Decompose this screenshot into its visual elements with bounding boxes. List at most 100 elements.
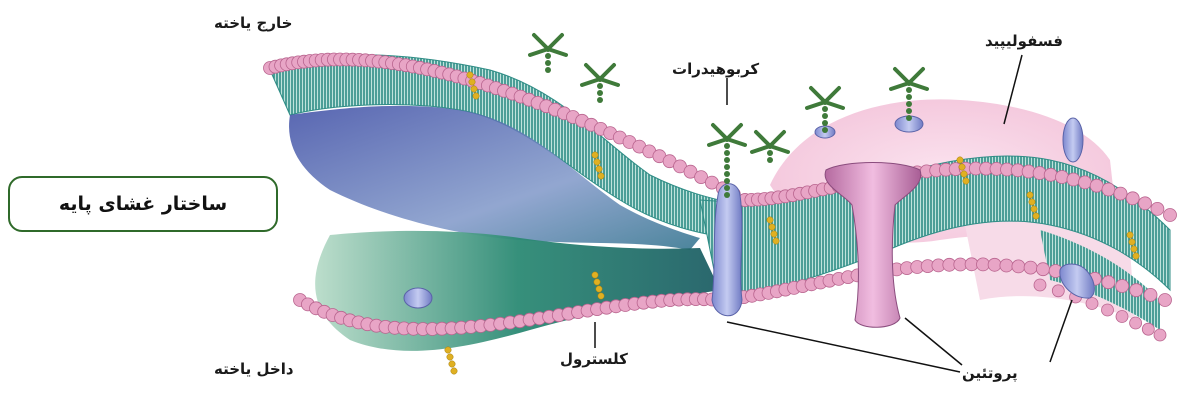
carbohydrate-branch bbox=[825, 102, 843, 108]
carbohydrate-branch bbox=[727, 125, 741, 139]
phospholipid-head bbox=[1012, 260, 1025, 273]
cholesterol-bead bbox=[959, 164, 965, 170]
title-box: ساختار غشای پایه bbox=[8, 176, 278, 232]
phospholipid-head bbox=[1130, 317, 1142, 329]
carbohydrate-bead bbox=[906, 115, 912, 121]
phospholipid-head bbox=[1090, 179, 1103, 192]
carbohydrate-branch bbox=[548, 35, 562, 49]
cholesterol-bead bbox=[594, 279, 600, 285]
carbohydrate-bead bbox=[906, 108, 912, 114]
phospholipid-head bbox=[977, 258, 990, 271]
phospholipid-head bbox=[1114, 187, 1127, 200]
carbohydrate-bead bbox=[906, 94, 912, 100]
carbohydrate-branch bbox=[752, 146, 770, 152]
carbohydrate-bead bbox=[597, 97, 603, 103]
phospholipid-head bbox=[1000, 259, 1013, 272]
cholesterol-bead bbox=[469, 79, 475, 85]
carbohydrate-bead bbox=[545, 60, 551, 66]
carbohydrate-branch bbox=[909, 69, 923, 83]
carbohydrate-bead bbox=[724, 178, 730, 184]
cholesterol-bead bbox=[1029, 199, 1035, 205]
phospholipid-head bbox=[1151, 202, 1164, 215]
carbohydrate-branch bbox=[530, 49, 548, 55]
protein-small-blue-upper bbox=[1063, 118, 1083, 162]
phospholipid-head bbox=[1052, 285, 1064, 297]
phospholipid-head bbox=[1144, 288, 1157, 301]
carbohydrate-bead bbox=[597, 90, 603, 96]
label-outside-cell: خارج یاخته bbox=[214, 14, 292, 32]
phospholipid-head bbox=[1126, 192, 1139, 205]
carbohydrate-bead bbox=[767, 150, 773, 156]
label-carbohydrate: کربوهیدرات bbox=[672, 60, 759, 78]
carbohydrate-branch bbox=[600, 79, 618, 85]
carbohydrate-branch bbox=[891, 83, 909, 89]
carbohydrate-bead bbox=[597, 83, 603, 89]
cholesterol-bead bbox=[1129, 239, 1135, 245]
carbohydrate-branch bbox=[811, 88, 825, 102]
carbohydrate-branch bbox=[582, 79, 600, 85]
carbohydrate-bead bbox=[724, 143, 730, 149]
phospholipid-head bbox=[1130, 284, 1143, 297]
carbohydrate-branch bbox=[727, 139, 745, 145]
carbohydrate-branch bbox=[909, 83, 927, 89]
carbohydrate-bead bbox=[724, 150, 730, 156]
phospholipid-head bbox=[1034, 279, 1046, 291]
carbohydrate-bead bbox=[545, 67, 551, 73]
cholesterol-bead bbox=[596, 166, 602, 172]
carbohydrate-bead bbox=[724, 185, 730, 191]
carbohydrate-branch bbox=[709, 139, 727, 145]
carbohydrate-branch bbox=[534, 35, 548, 49]
label-phospholipid: فسفولیپید bbox=[985, 32, 1063, 50]
carbohydrate-bead bbox=[906, 101, 912, 107]
cholesterol-bead bbox=[769, 224, 775, 230]
protein-small-blue-left bbox=[404, 288, 432, 308]
cholesterol-bead bbox=[1127, 232, 1133, 238]
carbohydrate-bead bbox=[767, 157, 773, 163]
cholesterol-bead bbox=[471, 86, 477, 92]
cholesterol-bead bbox=[598, 293, 604, 299]
phospholipid-head bbox=[1102, 304, 1114, 316]
carbohydrate-branch bbox=[548, 49, 566, 55]
cholesterol-bead bbox=[598, 173, 604, 179]
cholesterol-bead bbox=[592, 152, 598, 158]
carbohydrate-bead bbox=[724, 164, 730, 170]
phospholipid-head bbox=[1139, 197, 1152, 210]
phospholipid-head bbox=[1024, 261, 1037, 274]
diagram-title: ساختار غشای پایه bbox=[59, 193, 227, 215]
phospholipid-head bbox=[1044, 168, 1057, 181]
phospholipid-head bbox=[1067, 173, 1080, 186]
phospholipid-head bbox=[1142, 323, 1154, 335]
phospholipid-head bbox=[988, 258, 1001, 271]
phospholipid-head bbox=[1102, 183, 1115, 196]
carbohydrate-bead bbox=[724, 192, 730, 198]
carbohydrate-bead bbox=[822, 120, 828, 126]
label-inside-cell: داخل یاخته bbox=[214, 360, 294, 378]
carbohydrate-branch bbox=[600, 65, 614, 79]
phospholipid-head bbox=[1116, 280, 1129, 293]
carbohydrate-branch bbox=[770, 132, 784, 146]
phospholipid-head bbox=[1159, 294, 1172, 307]
cholesterol-bead bbox=[773, 238, 779, 244]
cholesterol-bead bbox=[592, 272, 598, 278]
phospholipid-head bbox=[1154, 329, 1166, 341]
cholesterol-bead bbox=[961, 171, 967, 177]
cholesterol-bead bbox=[771, 231, 777, 237]
carbohydrate-bead bbox=[724, 171, 730, 177]
cholesterol-bead bbox=[767, 217, 773, 223]
bilayer-lower-sheet bbox=[315, 231, 720, 351]
phospholipid-head bbox=[1037, 263, 1050, 276]
cholesterol-bead bbox=[957, 157, 963, 163]
protein-channel-blue bbox=[712, 184, 742, 316]
phospholipid-head bbox=[1056, 171, 1069, 184]
cholesterol-bead bbox=[1027, 192, 1033, 198]
cholesterol-bead bbox=[473, 93, 479, 99]
cholesterol-bead bbox=[451, 368, 457, 374]
cholesterol-bead bbox=[1131, 246, 1137, 252]
phospholipid-head bbox=[1164, 209, 1177, 222]
cholesterol-bead bbox=[467, 72, 473, 78]
cholesterol-bead bbox=[596, 286, 602, 292]
phospholipid-head bbox=[1086, 298, 1098, 310]
phospholipid-head bbox=[1078, 176, 1091, 189]
carbohydrate-branch bbox=[713, 125, 727, 139]
carbohydrate-branch bbox=[825, 88, 839, 102]
